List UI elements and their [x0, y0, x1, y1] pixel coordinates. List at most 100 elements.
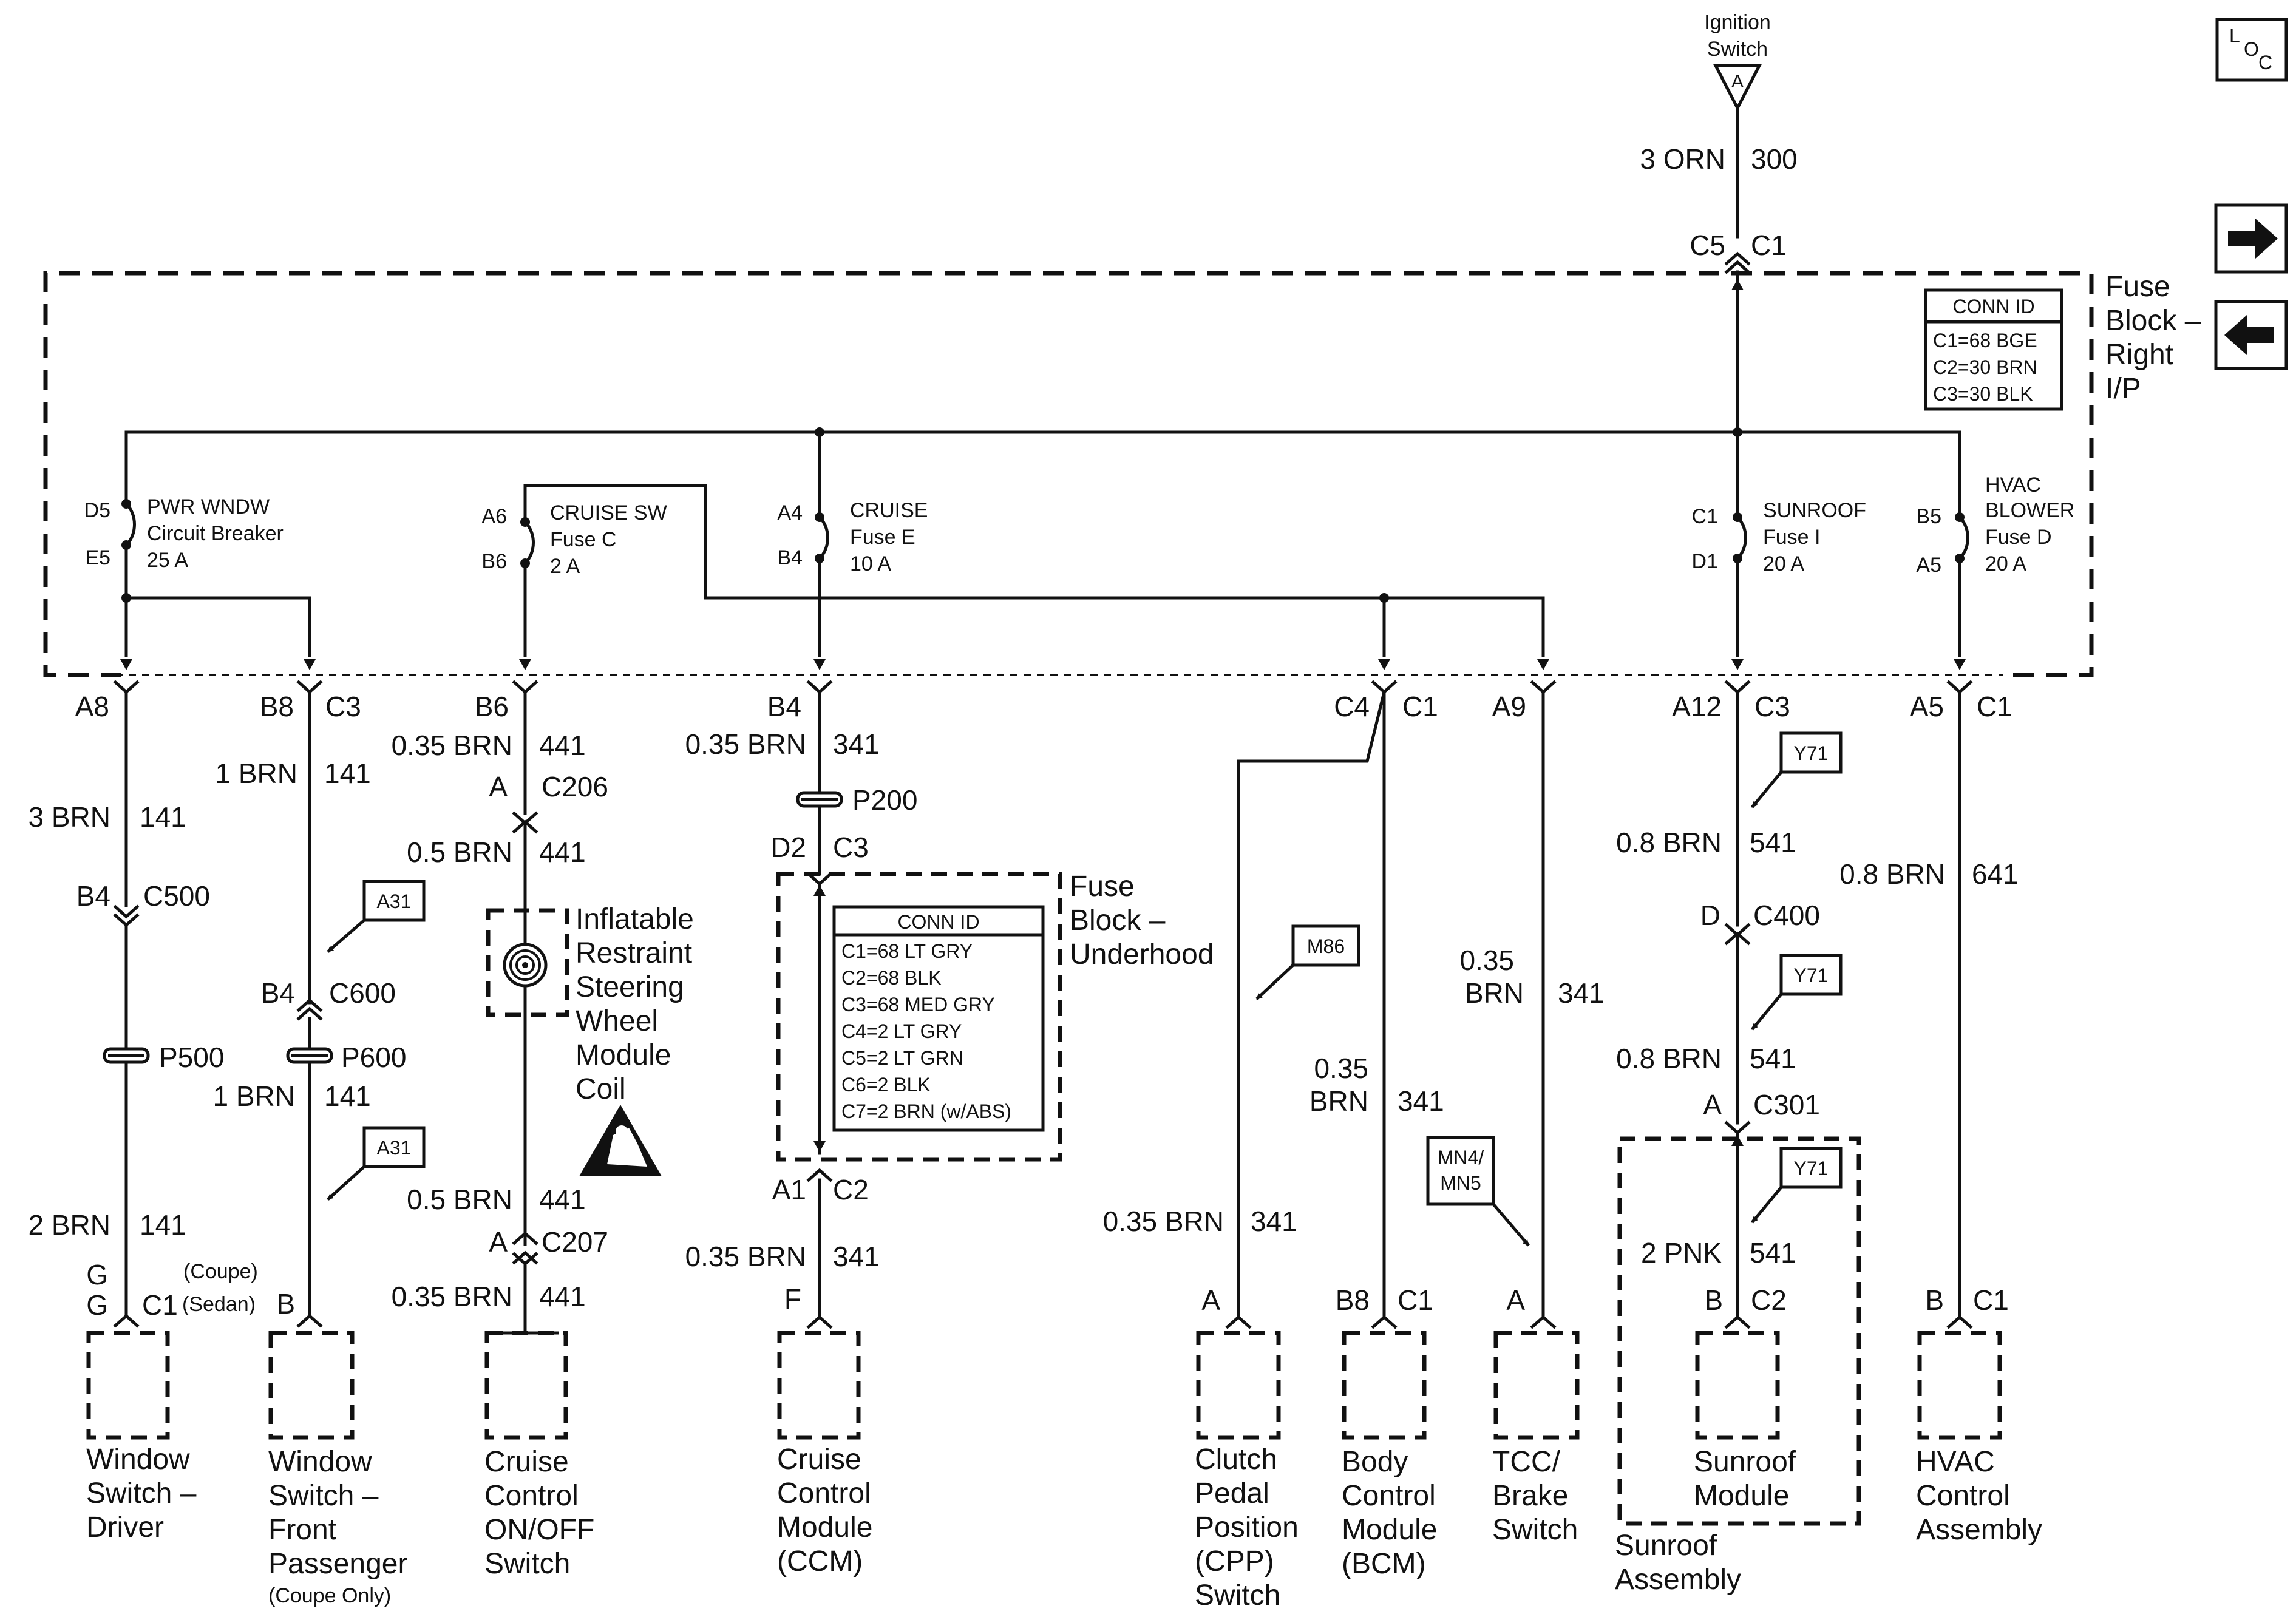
component-label: Switch — [1492, 1514, 1578, 1546]
fuse-pin-a4: A4 — [777, 501, 803, 524]
option-tag-label: MN4/ — [1438, 1147, 1484, 1168]
component-label: Assembly — [1916, 1514, 2042, 1546]
fuse-label: 10 A — [850, 552, 891, 575]
fuse-label: HVAC — [1985, 473, 2041, 497]
component-label: Inflatable — [576, 903, 694, 935]
component-label: Switch — [484, 1548, 570, 1580]
wire-300-number: 300 — [1751, 143, 1798, 175]
fuse-pin-a5: A5 — [1916, 554, 1941, 577]
circuit-tcc: 0.35 BRN 341 MN4/ MN5 A TCC/ Brake Switc… — [1426, 690, 1605, 1546]
fuse-pin-b5: B5 — [1916, 505, 1941, 528]
connector-label: C301 — [1753, 1089, 1820, 1120]
component-label: Control — [777, 1477, 871, 1510]
wire-label: 341 — [1558, 977, 1605, 1009]
fuse-pin-d5: D5 — [84, 499, 110, 522]
option-tag — [1291, 924, 1360, 967]
arrow-left-icon — [2224, 315, 2274, 355]
assembly-label: Sunroof — [1615, 1530, 1717, 1562]
connector-label: C207 — [542, 1226, 608, 1258]
conn-id-row: C1=68 LT GRY — [841, 940, 973, 962]
variant-label: (Coupe) — [183, 1260, 258, 1283]
component-label: Window — [86, 1443, 190, 1476]
conn-id-row: C5=2 LT GRN — [841, 1047, 963, 1069]
fuse-label: Fuse D — [1985, 526, 2052, 549]
component-label: Switch — [1195, 1579, 1280, 1612]
conn-id-title: CONN ID — [1952, 296, 2034, 317]
connector-label: A — [489, 1226, 508, 1258]
wire-label: 141 — [324, 758, 371, 789]
component-label: Cruise — [484, 1446, 569, 1478]
loc-o: O — [2244, 38, 2259, 60]
component-label: Cruise — [777, 1443, 861, 1476]
conn-id-table-right: CONN ID C1=68 BGE C2=30 BRN C3=30 BLK — [1924, 288, 2063, 411]
connector-label: C206 — [542, 771, 608, 802]
component-label: Restraint — [576, 937, 692, 969]
fuse-pin-c1: C1 — [1692, 505, 1718, 528]
connector-label: A — [489, 771, 508, 802]
component-label: Body — [1342, 1446, 1408, 1478]
forward-button[interactable] — [2214, 203, 2288, 274]
conn-c5: C5 — [1690, 229, 1725, 261]
wire-label: 0.8 BRN — [1839, 858, 1945, 890]
assembly-label: Assembly — [1615, 1564, 1741, 1596]
airbag-warning-icon — [579, 1105, 662, 1176]
output-arrows — [120, 659, 1966, 670]
component-label: Sunroof — [1694, 1446, 1796, 1478]
connector-label: D — [1700, 900, 1720, 931]
fuse-pin-e5: E5 — [85, 546, 110, 569]
output-pin-a9: A9 — [1492, 691, 1526, 722]
pin-label: C1 — [1398, 1284, 1433, 1316]
output-conn-c1: C1 — [1977, 691, 2012, 722]
wire-label: 341 — [833, 728, 880, 760]
wire-label: 341 — [1398, 1085, 1444, 1117]
fuse-block-title: Block – — [1070, 904, 1166, 937]
option-tag — [1779, 731, 1843, 774]
option-tag-label: Y71 — [1794, 742, 1829, 764]
fuse-block-right-ip: Fuse Block – Right I/P CONN ID C1=68 BGE… — [43, 271, 2201, 677]
fuse-label: 20 A — [1985, 552, 2026, 575]
coil-spiral-icon — [503, 943, 548, 988]
output-conn-c3: C3 — [325, 691, 361, 722]
fuse-label: Fuse E — [850, 526, 915, 549]
fuse-label: Fuse I — [1763, 526, 1820, 549]
wire-label: 541 — [1750, 827, 1796, 858]
connector-label: C2 — [833, 1174, 869, 1205]
component-label: ON/OFF — [484, 1514, 594, 1546]
pin-label: C1 — [1973, 1284, 2009, 1316]
wire-label: 441 — [539, 730, 586, 761]
wire-label: 341 — [833, 1241, 880, 1272]
fuse-block-title-2: Block – — [2105, 305, 2201, 337]
conn-id-table-underhood: CONN ID C1=68 LT GRY C2=68 BLK C3=68 MED… — [832, 905, 1045, 1132]
splice-icon — [286, 1047, 333, 1064]
pin-label: G — [86, 1259, 108, 1290]
wire-label: 0.35 — [1314, 1053, 1368, 1084]
component-label: Module — [576, 1039, 671, 1071]
connector-label: B4 — [76, 880, 110, 912]
conn-id-title: CONN ID — [897, 911, 979, 933]
fuse-pin-a6: A6 — [481, 505, 507, 528]
splice-icon — [103, 1047, 150, 1064]
wire-label: 141 — [140, 801, 186, 833]
circuit-cpp: M86 0.35 BRN 341 A Clutch Pedal Position… — [1103, 690, 1387, 1612]
fuse-label: 25 A — [147, 549, 188, 572]
pin-label: F — [784, 1283, 801, 1315]
fuse-block-title: Fuse — [1070, 870, 1135, 903]
conn-id-row: C2=30 BRN — [1933, 356, 2037, 378]
component-label: Coil — [576, 1073, 626, 1105]
fuse-block-title-4: I/P — [2105, 373, 2141, 405]
wire-label: 0.8 BRN — [1616, 1043, 1722, 1074]
component-label: Switch – — [268, 1480, 379, 1512]
fuse-block-title: Underhood — [1070, 938, 1214, 971]
ignition-triangle-icon — [1713, 64, 1762, 112]
fuse-label: PWR WNDW — [147, 495, 270, 518]
connector-label: C400 — [1753, 900, 1820, 931]
conn-id-row: C7=2 BRN (w/ABS) — [841, 1100, 1011, 1122]
option-tag — [1426, 1136, 1495, 1206]
component-label: Front — [268, 1514, 336, 1546]
circuit-cruise-switch: 0.35 BRN 441 A C206 0.5 BRN 441 Inflatab… — [392, 690, 694, 1580]
fuse-label: 2 A — [550, 555, 580, 578]
loc-icon[interactable]: L O C — [2215, 18, 2288, 82]
fuse-label: CRUISE SW — [550, 501, 667, 524]
back-button[interactable] — [2214, 300, 2288, 370]
